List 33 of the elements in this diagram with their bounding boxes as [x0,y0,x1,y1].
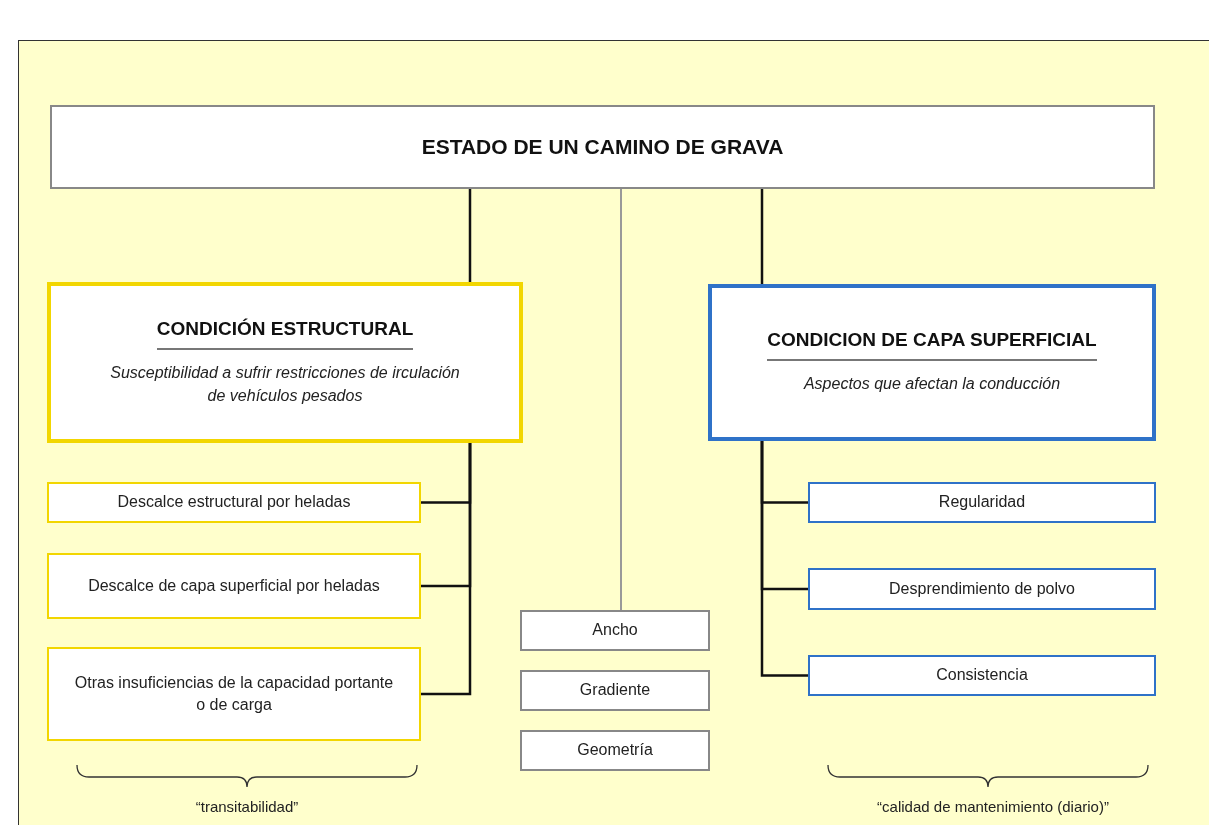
node-box [520,730,710,771]
title-text: ESTADO DE UN CAMINO DE GRAVA [421,135,784,159]
brace-caption: “transitabilidad” [194,798,300,815]
description: Aspectos que afectan la conducción [803,374,1061,395]
heading: CONDICIÓN ESTRUCTURAL [156,318,414,351]
item-label: Descalce de capa superficial por heladas [88,575,380,596]
connector-line [421,443,472,696]
node-box [47,482,421,523]
item-label: Descalce estructural por heladas [117,492,351,513]
node-box [50,105,1155,189]
connector-line [760,441,808,677]
item-label: Desprendimiento de polvo [889,578,1075,599]
node-box [520,610,710,651]
item-label: Consistencia [936,665,1028,686]
description: Susceptibilidad a sufrir restricciones de irculación de vehículos pesados [109,363,461,406]
node-box [47,647,421,741]
node-box [808,655,1156,696]
item-label: Regularidad [938,492,1026,513]
node-box [520,670,710,711]
item-label: Gradiente [579,680,651,701]
node-box [808,568,1156,610]
item-label: Ancho [592,620,638,641]
heading: CONDICION DE CAPA SUPERFICIAL [767,329,1097,362]
brace-caption: “calidad de mantenimiento (diario)” [876,798,1110,815]
node-box [708,284,1156,441]
connector-line [620,188,622,611]
connector-line [468,189,472,282]
item-label: Otras insuficiencias de la capacidad portante o de carga [74,672,394,715]
item-label: Geometría [577,740,653,761]
connector-line [760,189,764,284]
node-box [808,482,1156,523]
node-box [47,553,421,619]
node-box [47,282,523,443]
